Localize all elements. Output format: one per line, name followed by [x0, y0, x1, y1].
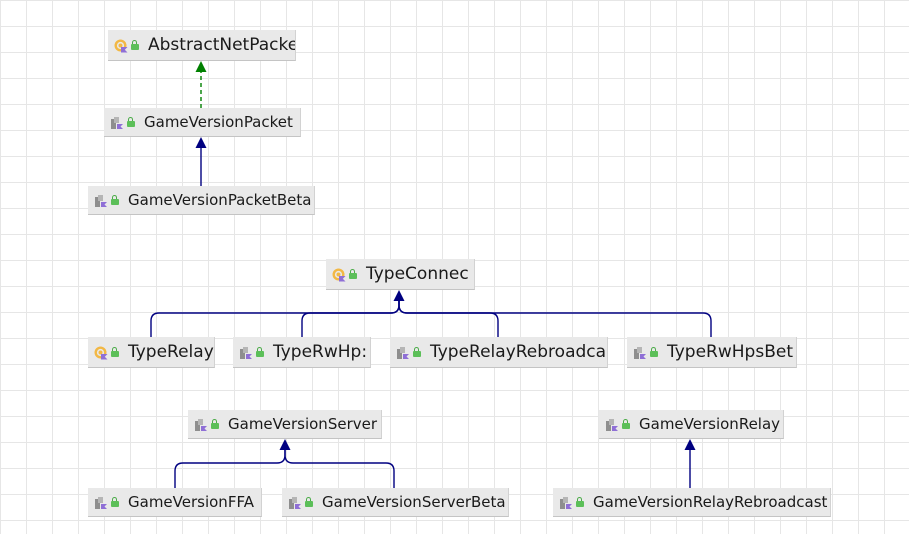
node-abstract-net-packet[interactable]: AbstractNetPacke	[108, 30, 296, 61]
class-icon	[110, 115, 124, 129]
node-game-version-server-beta[interactable]: GameVersionServerBeta	[282, 488, 509, 517]
icon-group	[605, 417, 631, 431]
icon-group	[633, 345, 659, 359]
node-label: TypeRwHpsBet	[667, 342, 793, 362]
icon-group	[288, 495, 314, 509]
public-lock-icon	[305, 497, 314, 507]
public-lock-icon	[127, 117, 136, 127]
class-icon	[94, 495, 108, 509]
node-label: TypeRelayRebroadca	[430, 342, 607, 362]
node-type-rw-hps[interactable]: TypeRwHp:	[233, 337, 371, 368]
class-icon	[239, 345, 253, 359]
icon-group	[559, 495, 585, 509]
public-lock-icon	[131, 40, 140, 50]
node-game-version-packet-beta[interactable]: GameVersionPacketBeta	[88, 186, 315, 215]
icon-group	[332, 267, 358, 282]
node-type-relay[interactable]: TypeRelay	[88, 337, 215, 368]
icon-group	[110, 115, 136, 129]
abstract-class-icon	[94, 345, 108, 360]
class-icon	[288, 495, 302, 509]
node-label: GameVersionPacket	[144, 113, 293, 131]
icon-group	[239, 345, 265, 359]
public-lock-icon	[576, 497, 585, 507]
public-lock-icon	[111, 195, 120, 205]
node-label: TypeRelay	[128, 342, 214, 362]
node-label: TypeRwHp:	[273, 342, 368, 362]
icon-group	[94, 193, 120, 207]
edge-game_version_ffa	[174, 449, 286, 488]
abstract-class-icon	[114, 38, 128, 53]
public-lock-icon	[349, 269, 358, 279]
public-lock-icon	[111, 497, 120, 507]
node-label: AbstractNetPacke	[148, 35, 296, 55]
node-game-version-ffa[interactable]: GameVersionFFA	[88, 488, 262, 517]
arrowhead	[195, 137, 207, 148]
node-type-rw-hps-beta[interactable]: TypeRwHpsBet	[627, 337, 797, 368]
edge-game_version_server_beta	[284, 449, 395, 488]
node-label: GameVersionRelayRebroadcast	[593, 493, 828, 511]
public-lock-icon	[111, 347, 120, 357]
arrowhead	[393, 290, 405, 301]
class-icon	[605, 417, 619, 431]
node-label: GameVersionServer	[228, 415, 378, 433]
edge-type_rw_hps_beta	[398, 300, 712, 337]
node-label: GameVersionServerBeta	[322, 493, 506, 511]
abstract-class-icon	[332, 267, 346, 282]
arrowhead	[684, 439, 696, 450]
public-lock-icon	[256, 347, 265, 357]
node-game-version-packet[interactable]: GameVersionPacket	[104, 108, 301, 137]
icon-group	[396, 345, 422, 359]
public-lock-icon	[211, 419, 220, 429]
node-label: GameVersionFFA	[128, 493, 254, 511]
node-label: GameVersionPacketBeta	[128, 191, 312, 209]
public-lock-icon	[650, 347, 659, 357]
arrowhead	[279, 439, 291, 450]
edge-type_relay_rebroadcast	[398, 300, 499, 337]
edge-type_relay	[150, 300, 400, 337]
icon-group	[94, 495, 120, 509]
icon-group	[194, 417, 220, 431]
icon-group	[114, 38, 140, 53]
arrowhead	[195, 61, 207, 72]
public-lock-icon	[622, 419, 631, 429]
class-icon	[559, 495, 573, 509]
class-icon	[396, 345, 410, 359]
edge-type_rw_hps	[301, 300, 400, 337]
node-type-relay-rebroadcast[interactable]: TypeRelayRebroadca	[390, 337, 608, 368]
node-type-connect[interactable]: TypeConnec	[326, 259, 475, 290]
node-label: TypeConnec	[366, 264, 469, 284]
node-game-version-server[interactable]: GameVersionServer	[188, 410, 382, 439]
class-icon	[94, 193, 108, 207]
node-game-version-relay[interactable]: GameVersionRelay	[599, 410, 784, 439]
node-label: GameVersionRelay	[639, 415, 781, 433]
node-game-version-relay-rebroadcast[interactable]: GameVersionRelayRebroadcast	[553, 488, 831, 517]
icon-group	[94, 345, 120, 360]
class-icon	[194, 417, 208, 431]
class-icon	[633, 345, 647, 359]
public-lock-icon	[413, 347, 422, 357]
